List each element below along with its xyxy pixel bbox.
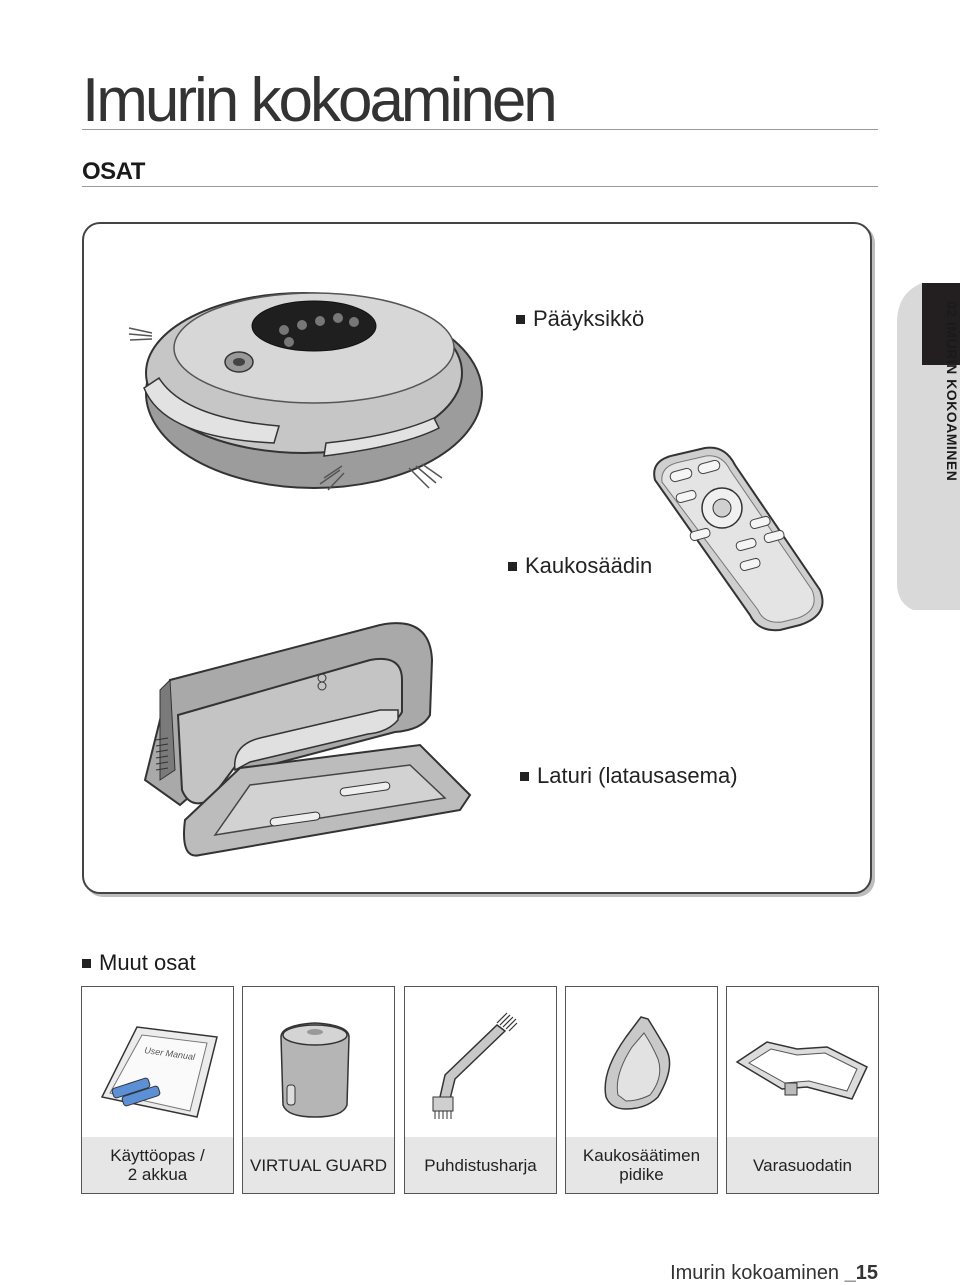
manual-batteries-icon: User Manual — [100, 1026, 218, 1118]
section-heading: OSAT — [82, 158, 145, 185]
robot-vacuum-icon — [128, 292, 483, 491]
virtual-guard-icon — [280, 1022, 350, 1118]
footer-text: Imurin kokoaminen — [670, 1262, 840, 1284]
accessory-box-brush: Puhdistusharja — [404, 986, 557, 1194]
part-label-remote: Kaukosäädin — [508, 553, 652, 579]
part-label-main-unit: Pääyksikkö — [516, 306, 644, 332]
part-label-charger: Laturi (latausasema) — [520, 763, 738, 789]
cleaning-brush-icon — [432, 1012, 518, 1119]
page-footer: Imurin kokoaminen _15 — [670, 1262, 878, 1285]
remote-holder-icon — [604, 1016, 671, 1110]
accessory-caption: VIRTUAL GUARD — [243, 1137, 394, 1193]
page-number: _15 — [844, 1262, 878, 1284]
bullet-icon — [82, 958, 91, 968]
chapter-tab-label: 02 IMURIN KOKOAMINEN — [944, 300, 960, 482]
accessory-caption: Varasuodatin — [727, 1137, 878, 1193]
bullet-icon — [516, 314, 525, 324]
bullet-icon — [508, 561, 517, 571]
bullet-icon — [520, 771, 529, 781]
section-divider — [82, 186, 878, 187]
accessory-box-virtual-guard: VIRTUAL GUARD — [242, 986, 395, 1194]
accessory-caption: Puhdistusharja — [405, 1137, 556, 1193]
accessory-box-manual: User Manual Käyttöopas /2 akkua — [81, 986, 234, 1194]
spare-filter-icon — [735, 1041, 868, 1100]
other-parts-heading: Muut osat — [82, 950, 196, 976]
side-tab-curve — [897, 283, 922, 610]
charging-station-icon — [143, 622, 472, 857]
chapter-side-tab: 02 IMURIN KOKOAMINEN — [922, 283, 960, 610]
page-title: Imurin kokoaminen — [82, 66, 558, 135]
accessory-box-filter: Varasuodatin — [726, 986, 879, 1194]
accessory-caption: Käyttöopas /2 akkua — [82, 1137, 233, 1193]
remote-control-icon — [653, 446, 824, 632]
title-divider — [82, 129, 878, 130]
